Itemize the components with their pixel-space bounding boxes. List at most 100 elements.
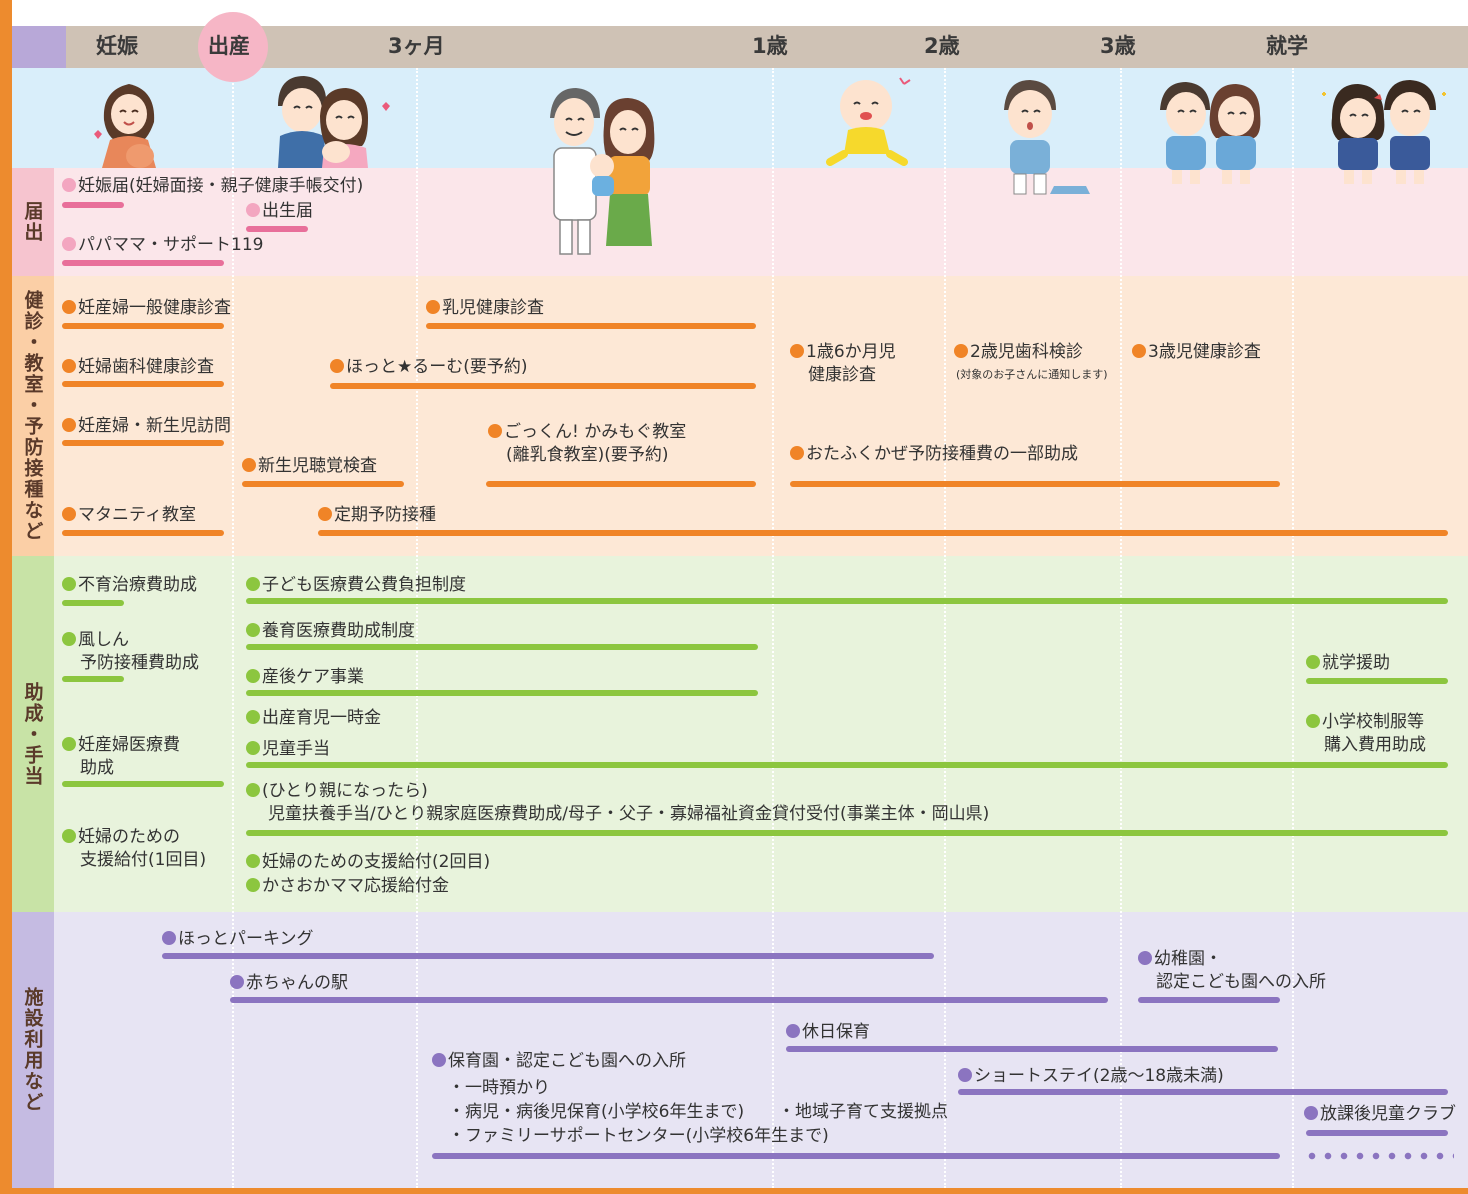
item-birth-lump-sum: 出産育児一時金 xyxy=(246,707,381,730)
bar-infertility-aid xyxy=(62,600,124,606)
item-maternity-class: マタニティ教室 xyxy=(62,504,196,527)
family-illustration xyxy=(550,88,655,255)
bullet-dot xyxy=(246,741,260,755)
bullet-dot xyxy=(786,1024,800,1038)
item-routine-vaccine: 定期予防接種 xyxy=(318,504,436,527)
divider-3y xyxy=(1120,68,1122,1188)
notification-title: 届出 xyxy=(21,201,44,243)
bar-kindergarten xyxy=(1138,997,1280,1003)
item-hearing-test: 新生児聴覚検査 xyxy=(242,455,377,478)
bar-child-medical xyxy=(246,598,1448,604)
bullet-dot xyxy=(1138,951,1152,965)
divider-birth xyxy=(232,68,234,1188)
item-rubella-line2: 予防接種費助成 xyxy=(80,653,199,673)
bullet-dot xyxy=(246,203,260,217)
item-nurture-medical: 養育医療費助成制度 xyxy=(246,620,415,643)
item-nursery-entry: 保育園・認定こども園への入所 xyxy=(432,1050,686,1073)
item-18month-checkup: 1歳6か月児 xyxy=(790,341,896,364)
bar-child-allowance xyxy=(246,762,1448,768)
notification-side: 届出 xyxy=(12,168,54,276)
item-short-stay: ショートステイ(2歳〜18歳未満) xyxy=(958,1065,1224,1088)
left-border xyxy=(0,0,12,1194)
bar-baby-station xyxy=(230,997,1108,1003)
bullet-dot xyxy=(62,737,76,751)
bullet-dot xyxy=(1304,1106,1318,1120)
item-2y-dental: 2歳児歯科検診 xyxy=(954,341,1083,364)
item-pregnancy-benefit-1: 妊婦のための xyxy=(62,826,180,849)
item-kasaoka-mama: かさおかママ応援給付金 xyxy=(246,875,449,898)
bar-routine-vaccine xyxy=(318,530,1448,536)
item-mumps-vaccine: おたふくかぜ予防接種費の一部助成 xyxy=(790,443,1078,466)
item-maternal-medical-line2: 助成 xyxy=(80,758,114,778)
health-band xyxy=(12,276,1468,556)
support-side: 助成・手当 xyxy=(12,556,54,912)
item-18month-checkup-line2: 健康診査 xyxy=(808,365,876,385)
bar-mumps-vaccine xyxy=(790,481,1280,487)
item-child-allowance: 児童手当 xyxy=(246,738,330,761)
bullet-dot xyxy=(62,237,76,251)
item-kindergarten-line2: 認定こども園への入所 xyxy=(1156,972,1326,992)
item-rubella: 風しん xyxy=(62,629,129,652)
item-infant-checkup: 乳児健康診査 xyxy=(426,297,544,320)
item-weaning-class-line2: (離乳食教室)(要予約) xyxy=(506,445,669,465)
bullet-dot xyxy=(1306,714,1320,728)
bullet-dot xyxy=(426,300,440,314)
header-3months: 3ヶ月 xyxy=(388,34,445,58)
facilities-side: 施設利用など xyxy=(12,912,54,1188)
bullet-dot xyxy=(62,507,76,521)
item-weaning-class: ごっくん! かみもぐ教室 xyxy=(488,421,686,444)
pregnant-woman-illustration xyxy=(94,84,156,168)
bullet-dot xyxy=(958,1068,972,1082)
item-temporary-care: ・一時預かり xyxy=(448,1078,550,1098)
item-pregnancy-benefit-1-line2: 支援給付(1回目) xyxy=(80,850,207,870)
bullet-dot xyxy=(242,458,256,472)
bar-rubella xyxy=(62,676,124,682)
health-title: 健診・教室・予防接種など xyxy=(21,290,44,542)
item-family-support: ・ファミリーサポートセンター(小学校6年生まで) xyxy=(448,1126,829,1146)
bottom-border xyxy=(0,1188,1468,1194)
header-1year: 1歳 xyxy=(752,34,788,58)
bullet-dot xyxy=(62,300,76,314)
bullet-dot xyxy=(790,344,804,358)
bar-school-aid xyxy=(1306,678,1448,684)
bullet-dot xyxy=(62,178,76,192)
bullet-dot xyxy=(1306,655,1320,669)
header-pregnancy: 妊娠 xyxy=(96,34,138,58)
bar-papamama-support xyxy=(62,260,224,266)
divider-2y xyxy=(944,68,946,1188)
header-school: 就学 xyxy=(1266,34,1308,58)
item-hot-parking: ほっとパーキング xyxy=(162,928,314,951)
item-sick-child-care: ・病児・病後児保育(小学校6年生まで) xyxy=(448,1102,745,1122)
item-uniform-aid-line2: 購入費用助成 xyxy=(1324,735,1426,755)
bar-weaning-class xyxy=(486,481,756,487)
bullet-dot xyxy=(318,507,332,521)
parents-newborn-illustration xyxy=(278,76,390,168)
notification-band xyxy=(12,168,1468,276)
item-child-medical: 子ども医療費公費負担制度 xyxy=(246,574,466,597)
divider-3m xyxy=(416,68,418,1188)
bullet-dot xyxy=(246,577,260,591)
bullet-dot xyxy=(246,783,260,797)
bar-nurture-medical xyxy=(246,644,758,650)
bullet-dot xyxy=(62,632,76,646)
divider-1y xyxy=(772,68,774,1188)
bar-infant-checkup xyxy=(426,323,756,329)
item-maternal-medical: 妊産婦医療費 xyxy=(62,734,180,757)
item-birth-registration: 出生届 xyxy=(246,200,313,223)
baby-crawling-illustration xyxy=(826,77,911,166)
bar-single-parent xyxy=(246,830,1448,836)
bullet-dot xyxy=(62,359,76,373)
bar-maternal-medical xyxy=(62,781,224,787)
facilities-title: 施設利用など xyxy=(21,987,44,1113)
schoolchildren-illustration xyxy=(1322,80,1446,184)
item-school-aid: 就学援助 xyxy=(1306,652,1390,675)
item-papamama-support: パパママ・サポート119 xyxy=(62,234,263,257)
bullet-dot xyxy=(246,878,260,892)
bullet-dot xyxy=(246,623,260,637)
bullet-dot xyxy=(488,424,502,438)
item-postpartum-care: 産後ケア事業 xyxy=(246,666,364,689)
bullet-dot xyxy=(1132,344,1146,358)
bullet-dot xyxy=(246,710,260,724)
bar-maternal-checkup xyxy=(62,323,224,329)
